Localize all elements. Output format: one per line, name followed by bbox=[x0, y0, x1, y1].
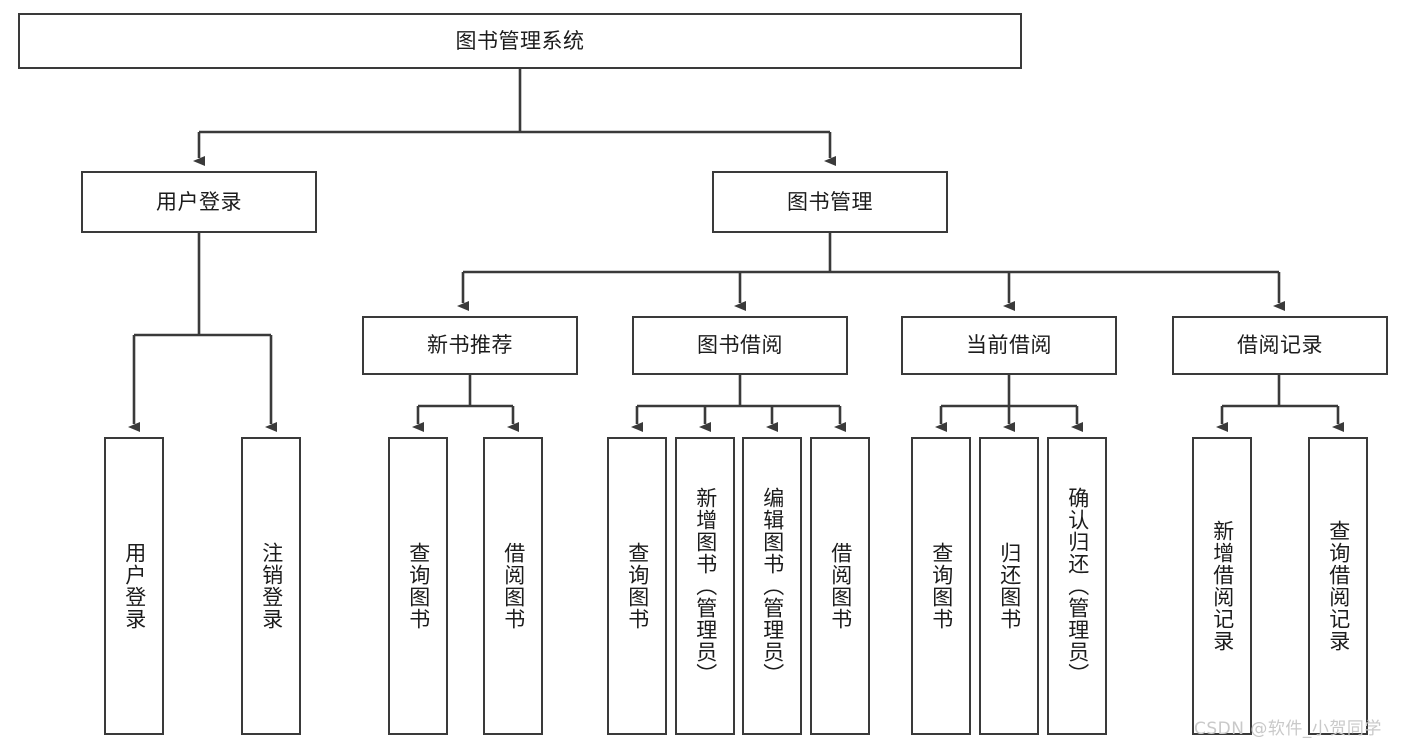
leaf-edit-book-label: 编辑图书（管理员） bbox=[760, 487, 785, 685]
connector-new-book-recommend-to-leaves bbox=[412, 375, 519, 432]
node-book-management[interactable]: 图书管理 bbox=[712, 171, 948, 233]
leaf-logout[interactable]: 注销登录 bbox=[241, 437, 301, 735]
node-borrow-record-label: 借阅记录 bbox=[1237, 333, 1323, 358]
leaf-logout-label: 注销登录 bbox=[259, 542, 284, 630]
node-user-login[interactable]: 用户登录 bbox=[81, 171, 317, 233]
leaf-query-book-borrow[interactable]: 查询图书 bbox=[607, 437, 667, 735]
leaf-query-book-current[interactable]: 查询图书 bbox=[911, 437, 971, 735]
connector-user-login-to-leaves bbox=[128, 233, 277, 432]
node-root[interactable]: 图书管理系统 bbox=[18, 13, 1022, 69]
leaf-query-book-rec[interactable]: 查询图书 bbox=[388, 437, 448, 735]
connector-borrow-record-to-leaves bbox=[1216, 375, 1344, 432]
node-new-book-recommend[interactable]: 新书推荐 bbox=[362, 316, 578, 375]
leaf-query-book-borrow-label: 查询图书 bbox=[625, 542, 650, 630]
leaf-add-book-label: 新增图书（管理员） bbox=[693, 487, 718, 685]
connector-book-borrow-to-leaves bbox=[631, 375, 846, 432]
node-book-borrow[interactable]: 图书借阅 bbox=[632, 316, 848, 375]
leaf-add-record-label: 新增借阅记录 bbox=[1210, 520, 1235, 652]
connector-current-borrow-to-leaves bbox=[935, 375, 1083, 432]
leaf-add-record[interactable]: 新增借阅记录 bbox=[1192, 437, 1252, 735]
node-borrow-record[interactable]: 借阅记录 bbox=[1172, 316, 1388, 375]
leaf-borrow-book-rec-label: 借阅图书 bbox=[501, 542, 526, 630]
leaf-return-book[interactable]: 归还图书 bbox=[979, 437, 1039, 735]
node-current-borrow-label: 当前借阅 bbox=[966, 333, 1052, 358]
leaf-query-book-current-label: 查询图书 bbox=[929, 542, 954, 630]
node-book-borrow-label: 图书借阅 bbox=[697, 333, 783, 358]
connector-root-to-level2 bbox=[193, 69, 836, 166]
leaf-edit-book[interactable]: 编辑图书（管理员） bbox=[742, 437, 802, 735]
leaf-borrow-book[interactable]: 借阅图书 bbox=[810, 437, 870, 735]
leaf-confirm-return-label: 确认归还（管理员） bbox=[1065, 487, 1090, 685]
leaf-user-login-label: 用户登录 bbox=[122, 542, 147, 630]
node-user-login-label: 用户登录 bbox=[156, 189, 242, 214]
leaf-query-record-label: 查询借阅记录 bbox=[1326, 520, 1351, 652]
connector-book-management-to-level3 bbox=[457, 233, 1285, 311]
leaf-query-book-rec-label: 查询图书 bbox=[406, 542, 431, 630]
leaf-return-book-label: 归还图书 bbox=[997, 542, 1022, 630]
node-current-borrow[interactable]: 当前借阅 bbox=[901, 316, 1117, 375]
leaf-borrow-book-rec[interactable]: 借阅图书 bbox=[483, 437, 543, 735]
node-root-label: 图书管理系统 bbox=[455, 28, 585, 53]
leaf-add-book[interactable]: 新增图书（管理员） bbox=[675, 437, 735, 735]
leaf-query-record[interactable]: 查询借阅记录 bbox=[1308, 437, 1368, 735]
node-book-management-label: 图书管理 bbox=[787, 189, 873, 214]
leaf-confirm-return[interactable]: 确认归还（管理员） bbox=[1047, 437, 1107, 735]
leaf-borrow-book-label: 借阅图书 bbox=[828, 542, 853, 630]
node-new-book-recommend-label: 新书推荐 bbox=[427, 333, 513, 358]
leaf-user-login[interactable]: 用户登录 bbox=[104, 437, 164, 735]
